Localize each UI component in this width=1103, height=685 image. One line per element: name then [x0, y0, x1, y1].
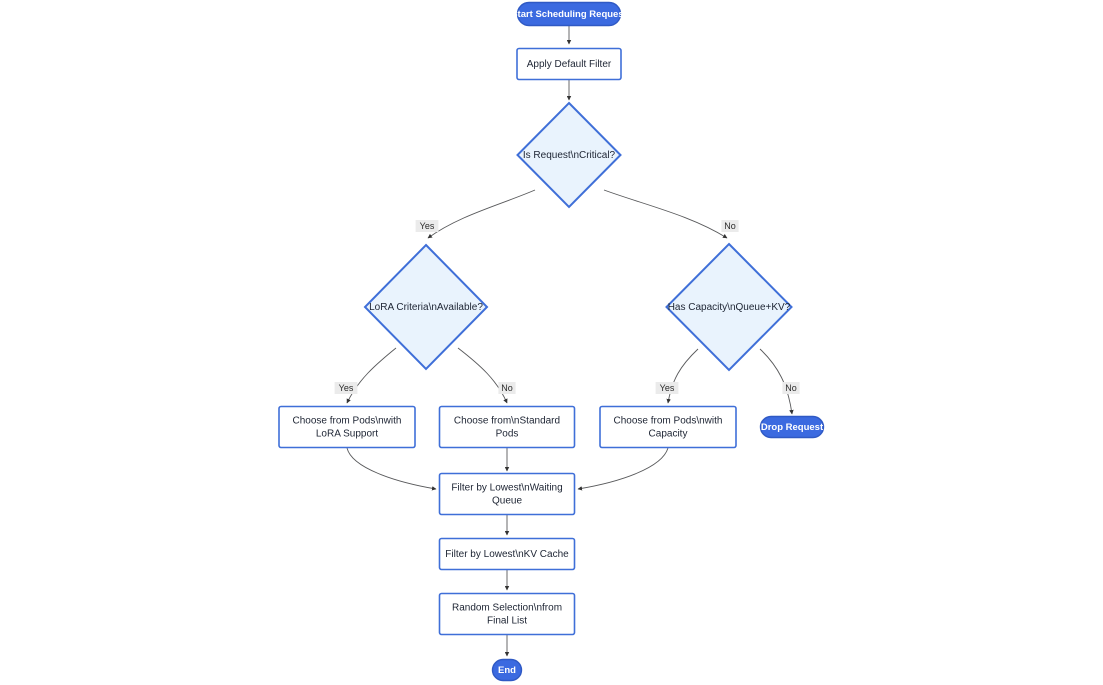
process-shape: [438, 472, 576, 516]
decision-shape: [516, 101, 622, 209]
edge-label-background: [655, 382, 679, 394]
flow-node-has_capacity[interactable]: Has Capacity\nQueue+KV?: [665, 242, 793, 372]
process-shape: [278, 405, 416, 449]
terminator-shape: [516, 1, 622, 27]
node-label: Start Scheduling Request: [511, 9, 627, 20]
flow-node-start[interactable]: Start Scheduling Request: [511, 1, 628, 27]
node-label: Is Request\nCritical?: [523, 150, 616, 161]
edge-label-text: Yes: [420, 221, 435, 231]
node-label: Apply Default Filter: [527, 59, 612, 70]
flow-edge: [427, 189, 536, 239]
flow-edge: [457, 347, 508, 404]
node-label: LoRA Criteria\nAvailable?: [369, 302, 483, 313]
edge-label-text: Yes: [660, 383, 675, 393]
edge-label-background: [721, 220, 739, 232]
node-label: Has Capacity\nQueue+KV?: [668, 302, 791, 313]
process-shape: [438, 537, 576, 571]
flow-node-end[interactable]: End: [491, 658, 523, 682]
decision-shape: [665, 242, 793, 372]
edges-layer: [346, 26, 794, 657]
node-label: End: [498, 665, 516, 676]
edge-label-background: [498, 382, 516, 394]
node-label: Filter by Lowest\nKV Cache: [445, 549, 569, 560]
edge-label-e4: No: [721, 220, 739, 232]
edge-label-e7: Yes: [655, 382, 679, 394]
process-shape: [438, 405, 576, 449]
flow-node-apply_filter[interactable]: Apply Default Filter: [516, 47, 622, 81]
flow-edge: [666, 348, 699, 404]
edge-label-background: [782, 382, 800, 394]
edge-label-background: [334, 382, 358, 394]
flow-edge: [346, 347, 397, 404]
decision-shape: [363, 243, 489, 371]
flow-node-is_critical[interactable]: Is Request\nCritical?: [516, 101, 622, 209]
terminator-shape: [491, 658, 523, 682]
node-label: Drop Request: [761, 422, 824, 433]
edge-label-text: No: [724, 221, 736, 231]
flow-node-lora_criteria[interactable]: LoRA Criteria\nAvailable?: [363, 243, 489, 371]
edge-label-background: [415, 220, 439, 232]
edge-label-text: Yes: [339, 383, 354, 393]
edge-label-text: No: [785, 383, 797, 393]
flow-edge: [759, 348, 794, 415]
edge-label-e8: No: [782, 382, 800, 394]
process-shape: [438, 592, 576, 636]
flow-node-drop_request[interactable]: Drop Request: [759, 415, 825, 439]
process-shape: [516, 47, 622, 81]
edge-label-e5: Yes: [334, 382, 358, 394]
terminator-shape: [759, 415, 825, 439]
flow-edge: [577, 447, 669, 491]
edge-label-text: No: [501, 383, 513, 393]
flow-edge: [346, 447, 437, 491]
flow-node-filter_kv[interactable]: Filter by Lowest\nKV Cache: [438, 537, 576, 571]
flow-edge: [603, 189, 728, 239]
edge-label-e6: No: [498, 382, 516, 394]
process-shape: [599, 405, 737, 449]
edge-label-e3: Yes: [415, 220, 439, 232]
